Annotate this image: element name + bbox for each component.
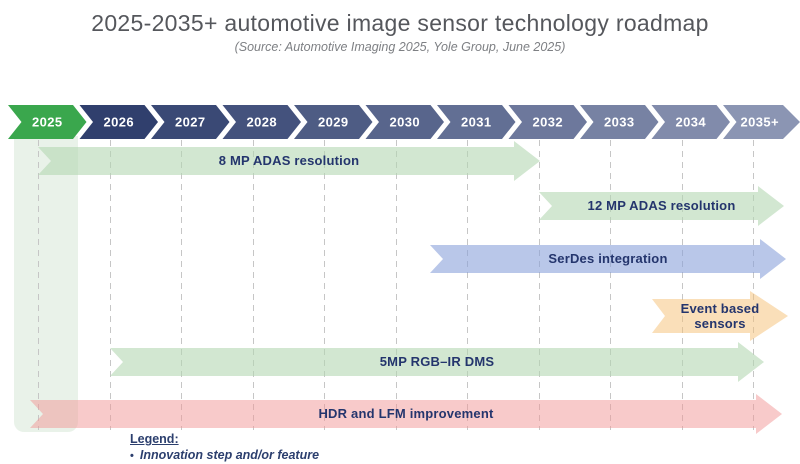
- gridline: [610, 140, 611, 430]
- band-8mp-adas-resolution: 8 MP ADAS resolution: [38, 141, 540, 181]
- gridline: [467, 140, 468, 430]
- gridline: [38, 140, 39, 430]
- band-label-5mp-rgb-ir-dms: 5MP RGB–IR DMS: [379, 354, 495, 370]
- gridline: [253, 140, 254, 430]
- band-label-serdes-integration: SerDes integration: [548, 251, 668, 267]
- year-label: 2029: [318, 115, 349, 130]
- year-arrow-2033: [580, 105, 659, 139]
- year-label: 2026: [103, 115, 134, 130]
- year-arrow-2029: [294, 105, 373, 139]
- band-label-event-based-sensors: Event based sensors: [680, 300, 760, 331]
- band-5mp-rgb-ir-dms: 5MP RGB–IR DMS: [110, 342, 764, 382]
- band-label-8mp-adas-resolution: 8 MP ADAS resolution: [218, 153, 360, 169]
- year-label: 2033: [604, 115, 635, 130]
- year-label: 2034: [675, 115, 706, 130]
- band-label-12mp-adas-resolution: 12 MP ADAS resolution: [587, 198, 736, 214]
- band-12mp-adas-resolution: 12 MP ADAS resolution: [539, 186, 784, 226]
- gridline: [682, 140, 683, 430]
- year-label: 2025: [32, 115, 63, 130]
- year-label: 2030: [389, 115, 420, 130]
- year-arrow-2030: [365, 105, 444, 139]
- year-arrow-2031: [437, 105, 516, 139]
- band-event-based-sensors: Event based sensors: [652, 291, 788, 341]
- timeline-year-arrows: 2025 2026 2027 2028 2029 2030 2031 2032 2033 2034…: [8, 105, 800, 139]
- band-hdr-lfm-improvement: HDR and LFM improvement: [30, 394, 782, 434]
- year-label: 2031: [461, 115, 492, 130]
- source-note: (Source: Automotive Imaging 2025, Yole G…: [234, 40, 566, 54]
- year-2025-highlight-column: [14, 136, 78, 432]
- year-arrow-2035+: [723, 105, 800, 139]
- year-label: 2032: [532, 115, 563, 130]
- year-arrow-2026: [79, 105, 158, 139]
- year-arrow-2027: [151, 105, 230, 139]
- gridline: [324, 140, 325, 430]
- gridline: [396, 140, 397, 430]
- legend-title: Legend:: [130, 432, 179, 446]
- year-arrow-2032: [508, 105, 587, 139]
- year-label: 2028: [246, 115, 277, 130]
- gridline: [539, 140, 540, 430]
- gridline: [753, 140, 754, 430]
- year-arrow-2028: [222, 105, 301, 139]
- band-serdes-integration: SerDes integration: [430, 239, 786, 279]
- legend-item: • Innovation step and/or feature: [130, 448, 319, 462]
- year-arrow-2025: [8, 105, 87, 139]
- legend-bullet: •: [130, 450, 134, 462]
- year-arrow-2034: [651, 105, 730, 139]
- gridline: [110, 140, 111, 430]
- year-label: 2027: [175, 115, 206, 130]
- legend-item-label: Innovation step and/or feature: [139, 448, 320, 462]
- gridline: [181, 140, 182, 430]
- year-label: 2035+: [740, 115, 779, 130]
- page-title: 2025-2035+ automotive image sensor techn…: [91, 10, 709, 36]
- legend: Legend: • Innovation step and/or feature: [130, 432, 319, 462]
- band-label-hdr-lfm-improvement: HDR and LFM improvement: [318, 406, 494, 422]
